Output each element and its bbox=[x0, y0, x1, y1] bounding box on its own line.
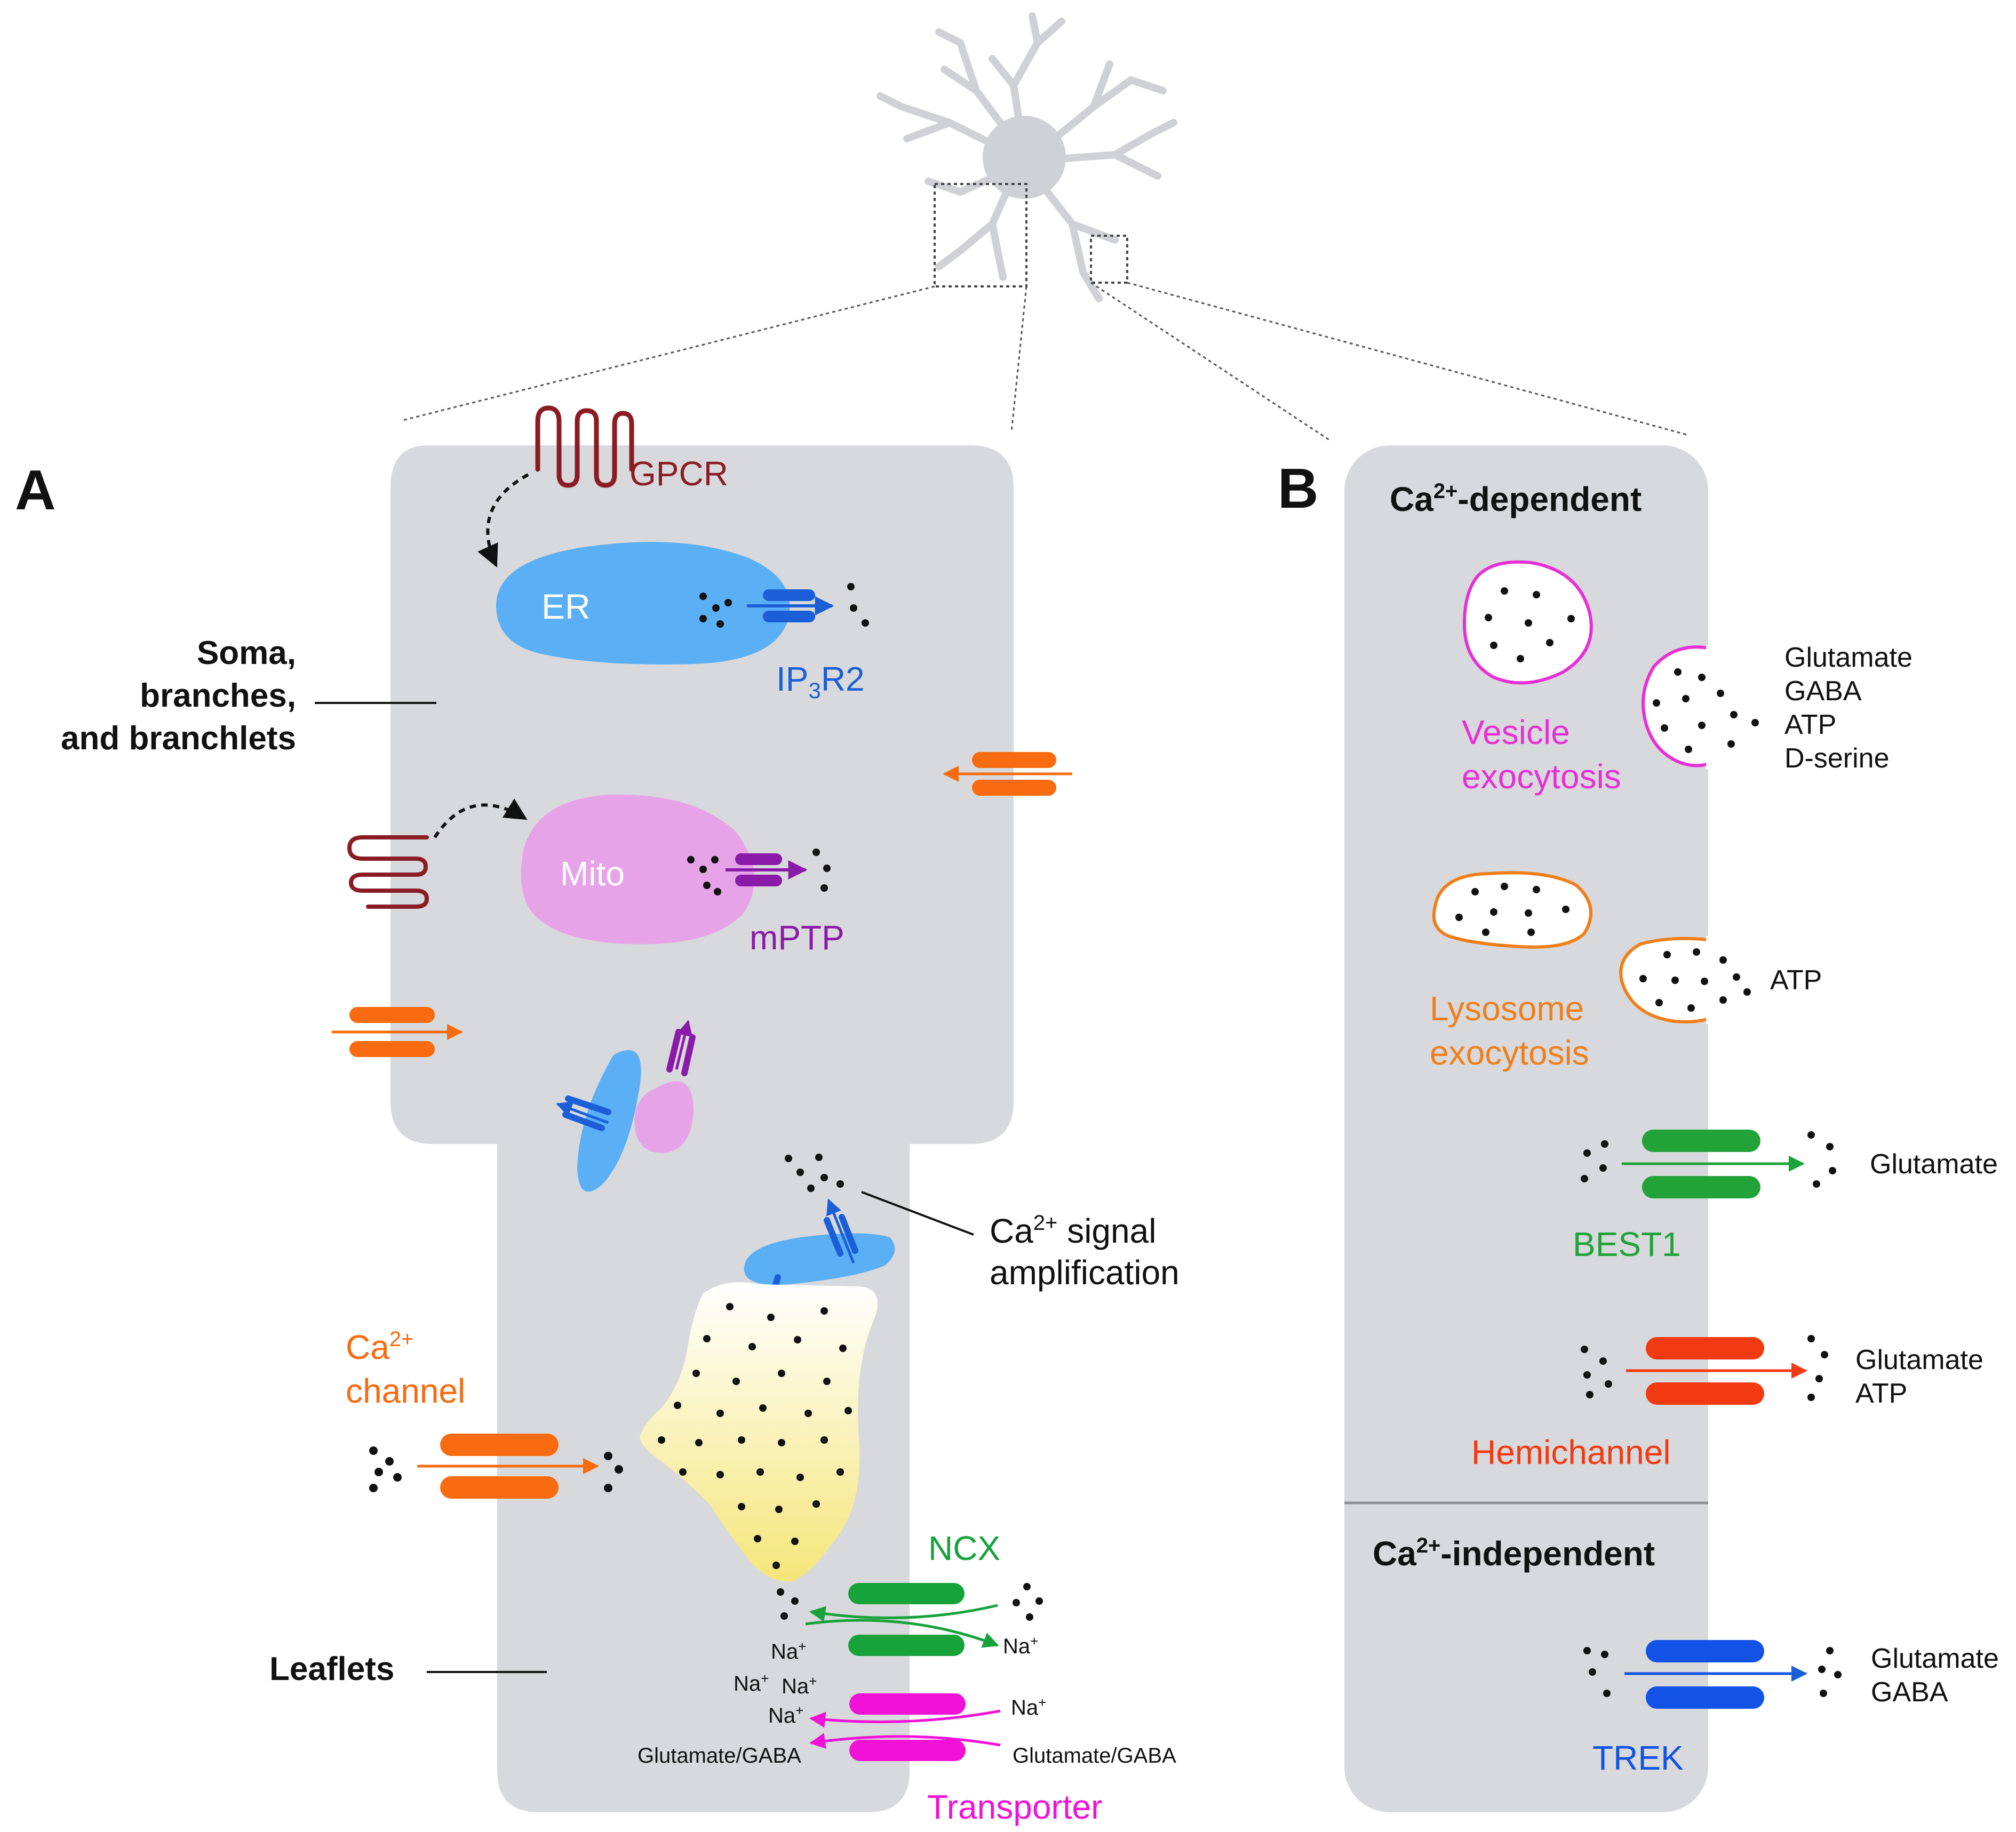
ca-ions-microdomain bbox=[658, 1303, 852, 1569]
vesicle-fusing-opening bbox=[1706, 645, 1765, 769]
trek-channel bbox=[1624, 1640, 1807, 1709]
best1-label: BEST1 bbox=[1573, 1225, 1681, 1263]
independent-title: Ca2+-independent bbox=[1373, 1534, 1655, 1573]
vesicle-release-2: GABA bbox=[1784, 676, 1862, 707]
panel-b-letter: B bbox=[1278, 457, 1319, 520]
er-leaflet bbox=[744, 1233, 895, 1285]
ca-channel-label-line1: Ca2+ bbox=[346, 1327, 413, 1366]
amplification-label-line1: Ca2+ signal bbox=[990, 1211, 1156, 1250]
gpcr-icon-lower bbox=[347, 835, 429, 909]
hemichannel bbox=[1626, 1337, 1807, 1405]
zoom-box-soma bbox=[934, 183, 1027, 287]
ca-ions-ncx bbox=[777, 1583, 1043, 1621]
vesicle-label-line1: Vesicle bbox=[1462, 713, 1570, 751]
trek-release-1: Glutamate bbox=[1871, 1643, 1999, 1674]
er-organelle bbox=[496, 542, 790, 665]
mptp-channel bbox=[726, 853, 808, 886]
ncx-na-in-2: Na+ bbox=[734, 1670, 769, 1695]
lysosome-release-ions bbox=[1639, 948, 1751, 1012]
label-soma-line2: branches, bbox=[140, 677, 296, 714]
gpcr-label: GPCR bbox=[629, 454, 728, 493]
mptp-contact-channel bbox=[666, 1020, 696, 1076]
transporter bbox=[809, 1693, 1001, 1761]
lysosome-fusing bbox=[1619, 937, 1709, 1023]
transporter-cargo-in: Glutamate/GABA bbox=[638, 1744, 801, 1767]
label-soma-line1: Soma, bbox=[197, 635, 296, 671]
lysosome-label-line2: exocytosis bbox=[1430, 1034, 1589, 1072]
lysosome-release-1: ATP bbox=[1770, 965, 1822, 996]
ca-channel-label-line2: channel bbox=[346, 1372, 465, 1410]
ip3r2-channel bbox=[747, 589, 834, 622]
gpcr-icon bbox=[535, 405, 634, 488]
trek-ions bbox=[1583, 1647, 1842, 1697]
ca-ions-mito bbox=[687, 849, 831, 895]
panel-a-letter: A bbox=[15, 459, 56, 522]
astrocyte-overview bbox=[876, 12, 1177, 302]
gpcr-er-signal-arrow bbox=[477, 473, 529, 567]
vesicle-fusing bbox=[1642, 645, 1709, 767]
vesicle-label-line2: exocytosis bbox=[1462, 757, 1621, 796]
hemichannel-release-2: ATP bbox=[1855, 1378, 1907, 1409]
hemichannel-label: Hemichannel bbox=[1471, 1433, 1671, 1471]
mptp-label: mPTP bbox=[750, 918, 844, 957]
trek-release-2: GABA bbox=[1871, 1677, 1948, 1708]
vesicle-release-4: D-serine bbox=[1784, 743, 1890, 774]
ca-channel-soma-right bbox=[943, 752, 1072, 796]
ncx-label: NCX bbox=[928, 1529, 1000, 1567]
label-soma-line3: and branchlets bbox=[61, 720, 296, 757]
lysosome-label-line1: Lysosome bbox=[1430, 989, 1584, 1028]
ca-channel-leaflet bbox=[417, 1434, 599, 1499]
best1-release-1: Glutamate bbox=[1870, 1149, 1998, 1180]
zoom-box-leaflet bbox=[1090, 235, 1128, 284]
ncx-exchanger bbox=[805, 1583, 999, 1656]
vesicle-contents bbox=[1485, 587, 1575, 662]
mito-label: Mito bbox=[560, 854, 625, 893]
transporter-label: Transporter bbox=[927, 1788, 1102, 1826]
astrocyte-soma bbox=[983, 116, 1066, 199]
vesicle-release-ions bbox=[1653, 668, 1759, 753]
er-contact bbox=[577, 1050, 641, 1192]
ip3r2-label: IP3R2 bbox=[776, 660, 865, 703]
cell-panel-b bbox=[1344, 445, 1708, 1812]
transporter-na-out: Na+ bbox=[1011, 1694, 1046, 1719]
er-label: ER bbox=[541, 587, 591, 626]
ip3r-contact-channel bbox=[556, 1095, 611, 1131]
best1-channel bbox=[1622, 1130, 1805, 1198]
trek-label: TREK bbox=[1592, 1739, 1684, 1777]
best1-ions bbox=[1581, 1131, 1836, 1188]
dependent-title: Ca2+-dependent bbox=[1390, 479, 1642, 518]
mito-organelle bbox=[521, 794, 755, 945]
amplification-label-line2: amplification bbox=[990, 1253, 1180, 1292]
vesicle-release-3: ATP bbox=[1784, 709, 1836, 740]
ca-ions-er bbox=[699, 583, 869, 628]
hemichannel-release-1: Glutamate bbox=[1855, 1345, 1983, 1375]
mito-contact bbox=[634, 1081, 694, 1153]
gpcr-mito-signal-arrow bbox=[433, 798, 528, 838]
transporter-na-in: Na+ bbox=[768, 1702, 803, 1727]
ca-ions-amplification bbox=[785, 1154, 844, 1192]
label-leaflets: Leaflets bbox=[269, 1651, 394, 1687]
ncx-na-in-3: Na+ bbox=[782, 1673, 817, 1698]
ncx-na-out: Na+ bbox=[1003, 1633, 1038, 1658]
hemichannel-ions bbox=[1581, 1335, 1828, 1401]
transporter-cargo-out: Glutamate/GABA bbox=[1013, 1744, 1176, 1767]
ncx-na-in-1: Na+ bbox=[771, 1638, 806, 1663]
vesicle-release-1: Glutamate bbox=[1784, 642, 1913, 673]
ca-ions-channel bbox=[369, 1446, 623, 1492]
lysosome-contents bbox=[1455, 883, 1569, 936]
ca-channel-soma-left bbox=[332, 1007, 463, 1057]
amplification-pointer-line bbox=[861, 1191, 974, 1236]
zoom-connector-lines bbox=[402, 282, 1687, 442]
